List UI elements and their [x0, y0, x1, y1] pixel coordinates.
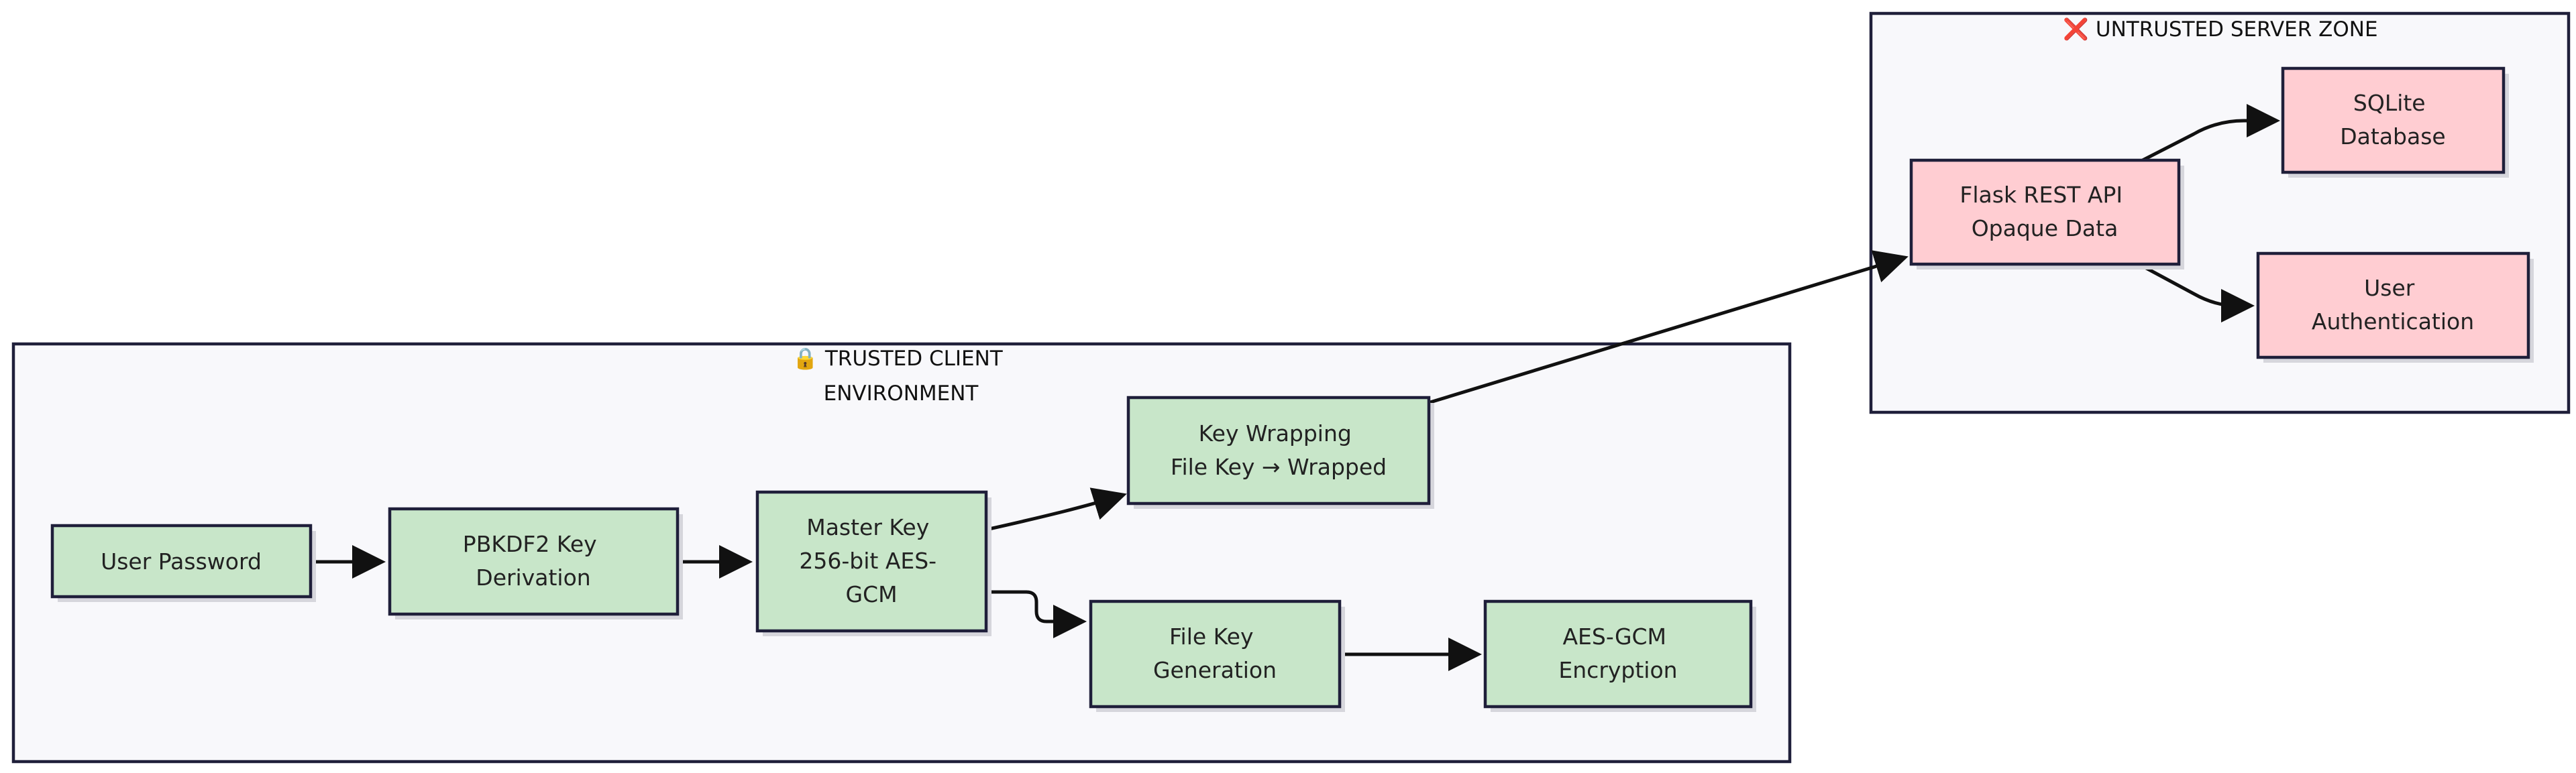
node-aes-gcm-encryption: AES-GCM Encryption — [1483, 599, 1756, 712]
node-label-line: Encryption — [1558, 657, 1677, 683]
svg-text:AES-GCM Encryption: AES-GCM Encryption — [1558, 623, 1677, 683]
edge-key-wrapping-to-flask-api — [1430, 250, 1909, 404]
node-label-line: Master Key — [806, 514, 929, 540]
node-user-password: User Password — [50, 524, 316, 602]
node-label-line: SQLite — [2353, 90, 2426, 116]
node-label-line: AES-GCM — [1562, 623, 1666, 650]
svg-text:PBKDF2 Key Derivation: PBKDF2 Key Derivation — [463, 531, 604, 591]
node-label-line: File Key — [1169, 623, 1254, 650]
zone-title-line: 🔒 TRUSTED CLIENT — [792, 347, 1003, 371]
node-label-line: Key Wrapping — [1199, 420, 1352, 447]
svg-text:SQLite Database: SQLite Database — [2340, 90, 2445, 150]
svg-text:User Password: User Password — [101, 548, 262, 575]
node-pbkdf2-derivation: PBKDF2 Key Derivation — [388, 507, 683, 619]
node-user-authentication: User Authentication — [2256, 251, 2534, 363]
svg-text:Master Key 256-bit AES-: Master Key 256-bit AES- GCM — [799, 514, 943, 607]
svg-text:Flask REST API Opaque Da: Flask REST API Opaque Data — [1960, 182, 2129, 241]
edge-master-key-to-file-key — [986, 590, 1087, 638]
node-label-line: File Key → Wrapped — [1171, 454, 1387, 480]
node-sqlite-database: SQLite Database — [2281, 66, 2509, 178]
svg-text:User Authentication: User Authentication — [2312, 275, 2474, 335]
untrusted-server-zone-title: ❌ UNTRUSTED SERVER ZONE — [2063, 17, 2377, 42]
edges — [311, 104, 2280, 671]
node-label-line: Generation — [1153, 657, 1277, 683]
node-flask-rest-api: Flask REST API Opaque Data — [1909, 158, 2184, 270]
edge-flask-api-to-sqlite — [2140, 104, 2280, 163]
node-master-key: Master Key 256-bit AES- GCM — [755, 490, 991, 636]
node-label-line: 256-bit AES- — [799, 548, 936, 574]
trusted-client-zone-title: 🔒 TRUSTED CLIENT ENVIRONMENT — [792, 347, 1009, 406]
node-file-key-generation: File Key Generation — [1089, 599, 1345, 712]
node-label-line: GCM — [845, 581, 897, 607]
node-label-line: Derivation — [476, 564, 590, 591]
node-key-wrapping: Key Wrapping File Key → Wrapped — [1126, 396, 1434, 509]
svg-text:Key Wrapping File Key →: Key Wrapping File Key → Wrapped — [1171, 420, 1387, 480]
zone-title-line: ❌ UNTRUSTED SERVER ZONE — [2063, 17, 2377, 42]
node-label-line: User Password — [101, 548, 262, 575]
node-label-line: Flask REST API — [1960, 182, 2123, 208]
node-label-line: Opaque Data — [1972, 215, 2118, 241]
node-label-line: PBKDF2 Key — [463, 531, 597, 557]
node-label-line: Database — [2340, 123, 2445, 150]
node-label-line: User — [2364, 275, 2415, 301]
zone-title-line: ENVIRONMENT — [824, 381, 979, 406]
svg-text:File Key Generation: File Key Generation — [1153, 623, 1277, 683]
node-label-line: Authentication — [2312, 308, 2474, 335]
edge-flask-api-to-user-auth — [2140, 263, 2255, 322]
edge-master-key-to-key-wrapping — [985, 487, 1127, 532]
